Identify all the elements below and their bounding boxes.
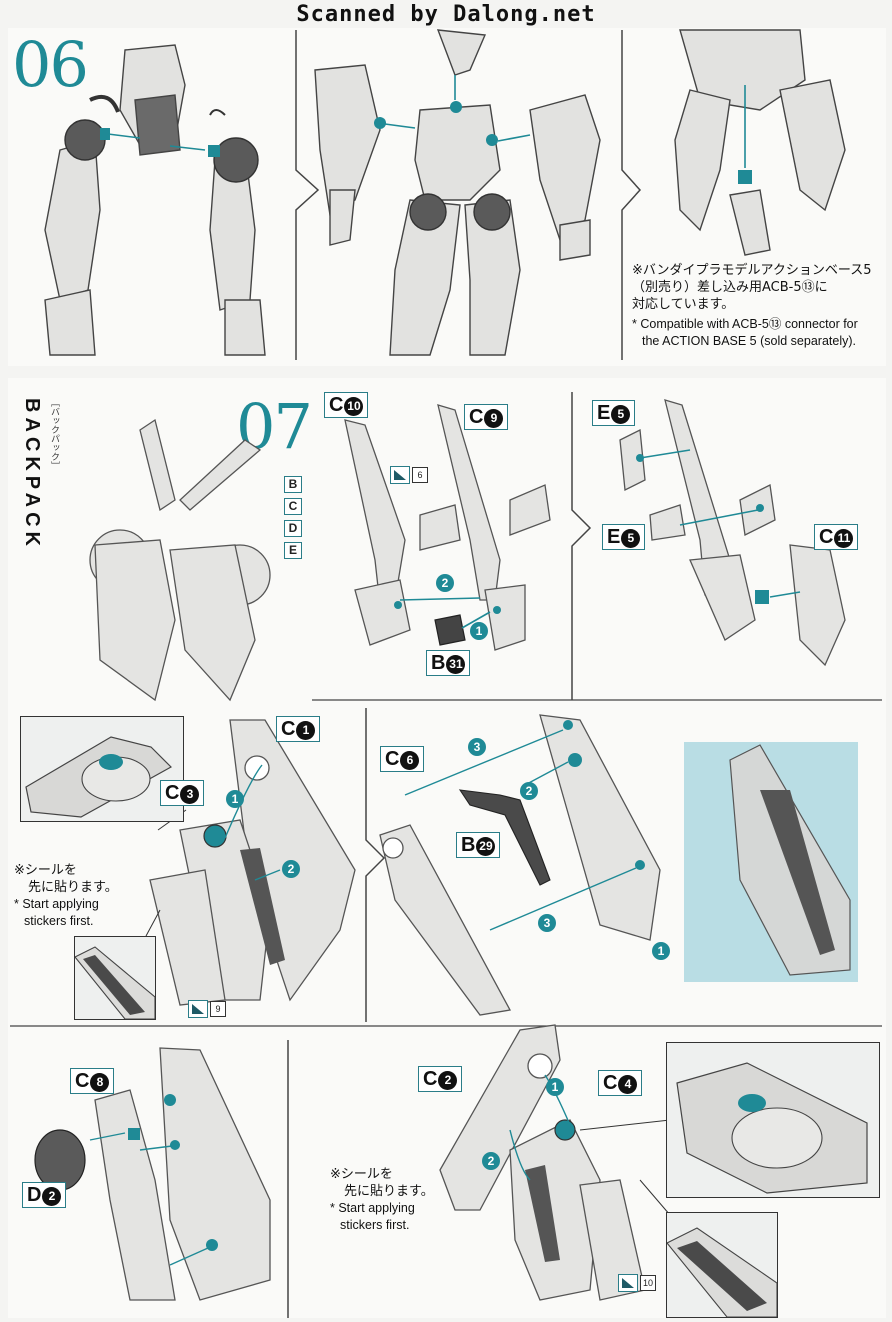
sticker-number: 6 [412, 467, 428, 483]
sticker-number: 10 [640, 1275, 656, 1291]
order-bullet-3: 3 [538, 914, 556, 932]
label-letter: B [461, 834, 476, 856]
sticker-note-jp-1: ※シールを [14, 863, 77, 878]
sticker-number: 9 [210, 1001, 226, 1017]
order-bullet-1: 1 [226, 790, 244, 808]
sticker-note-jp-2: 先に貼ります。 [344, 1184, 434, 1199]
note-jp-line-3: 対応しています。 [632, 297, 735, 312]
label-number: 29 [476, 837, 496, 856]
runner-d: D [284, 520, 302, 537]
label-number: 5 [611, 405, 631, 424]
label-number: 3 [180, 785, 200, 804]
label-letter: E [597, 402, 611, 424]
label-number: 6 [400, 751, 420, 770]
label-letter: D [27, 1184, 42, 1206]
order-bullet-2: 2 [482, 1152, 500, 1170]
note-en-line-2: the ACTION BASE 5 (sold separately). [642, 334, 856, 348]
label-number: 11 [834, 529, 854, 548]
label-letter: C [423, 1068, 438, 1090]
sticker-note-jp-2: 先に貼ります。 [28, 880, 118, 895]
order-bullet-2: 2 [436, 574, 454, 592]
watermark: Scanned by Dalong.net [296, 2, 596, 27]
action-base-note: ※バンダイプラモデルアクションベース5 （別売り）差し込み用ACB-5⑬に 対応… [632, 262, 882, 350]
backpack-section-title: BACKPACK [21, 398, 43, 551]
label-letter: C [281, 718, 296, 740]
label-number: 1 [296, 721, 316, 740]
label-letter: C [75, 1070, 90, 1092]
sticker-icon [188, 1000, 208, 1018]
sticker-ref-9: 9 [188, 1000, 226, 1018]
order-bullet-1: 1 [652, 942, 670, 960]
label-number: 2 [42, 1187, 62, 1206]
label-letter: C [165, 782, 180, 804]
runner-c: C [284, 498, 302, 515]
label-number: 4 [618, 1075, 638, 1094]
label-letter: C [469, 406, 484, 428]
order-bullet-2: 2 [520, 782, 538, 800]
sticker-note-en-2: stickers first. [24, 914, 94, 928]
runner-e: E [284, 542, 302, 559]
sticker-note-en-1: * Start applying [14, 897, 99, 911]
label-letter: C [819, 526, 834, 548]
detail-inset-c3 [20, 716, 184, 822]
detail-inset-sticker-9 [74, 936, 156, 1020]
label-letter: B [431, 652, 446, 674]
detail-inset-sticker-10 [666, 1212, 778, 1318]
sticker-icon [618, 1274, 638, 1292]
label-number: 9 [484, 409, 504, 428]
label-letter: E [607, 526, 621, 548]
sticker-ref-10: 10 [618, 1274, 656, 1292]
label-letter: C [385, 748, 400, 770]
sticker-note-jp-1: ※シールを [330, 1167, 393, 1182]
sticker-icon [390, 466, 410, 484]
sticker-ref-6: 6 [390, 466, 428, 484]
note-jp-line-2: （別売り）差し込み用ACB-5⑬に [632, 280, 828, 295]
order-bullet-2: 2 [282, 860, 300, 878]
backpack-section-ruby: ［バックパック］ [49, 398, 59, 470]
sticker-note-en-2: stickers first. [340, 1218, 410, 1232]
label-letter: C [603, 1072, 618, 1094]
label-number: 31 [446, 655, 466, 674]
label-number: 5 [621, 529, 641, 548]
label-number: 10 [344, 397, 364, 416]
sticker-note-left: ※シールを 先に貼ります。 * Start applying stickers … [14, 862, 144, 930]
runner-b: B [284, 476, 302, 493]
label-number: 2 [438, 1071, 458, 1090]
order-bullet-1: 1 [546, 1078, 564, 1096]
note-jp-line-1: ※バンダイプラモデルアクションベース5 [632, 263, 872, 278]
sticker-note-bottom: ※シールを 先に貼ります。 * Start applying stickers … [330, 1166, 460, 1234]
order-bullet-3: 3 [468, 738, 486, 756]
label-letter: C [329, 394, 344, 416]
detail-inset-c4 [666, 1042, 880, 1198]
sticker-note-en-1: * Start applying [330, 1201, 415, 1215]
note-en-line-1: * Compatible with ACB-5⑬ connector for [632, 317, 858, 331]
step-06-number: 06 [12, 28, 89, 101]
order-bullet-1: 1 [470, 622, 488, 640]
label-number: 8 [90, 1073, 110, 1092]
